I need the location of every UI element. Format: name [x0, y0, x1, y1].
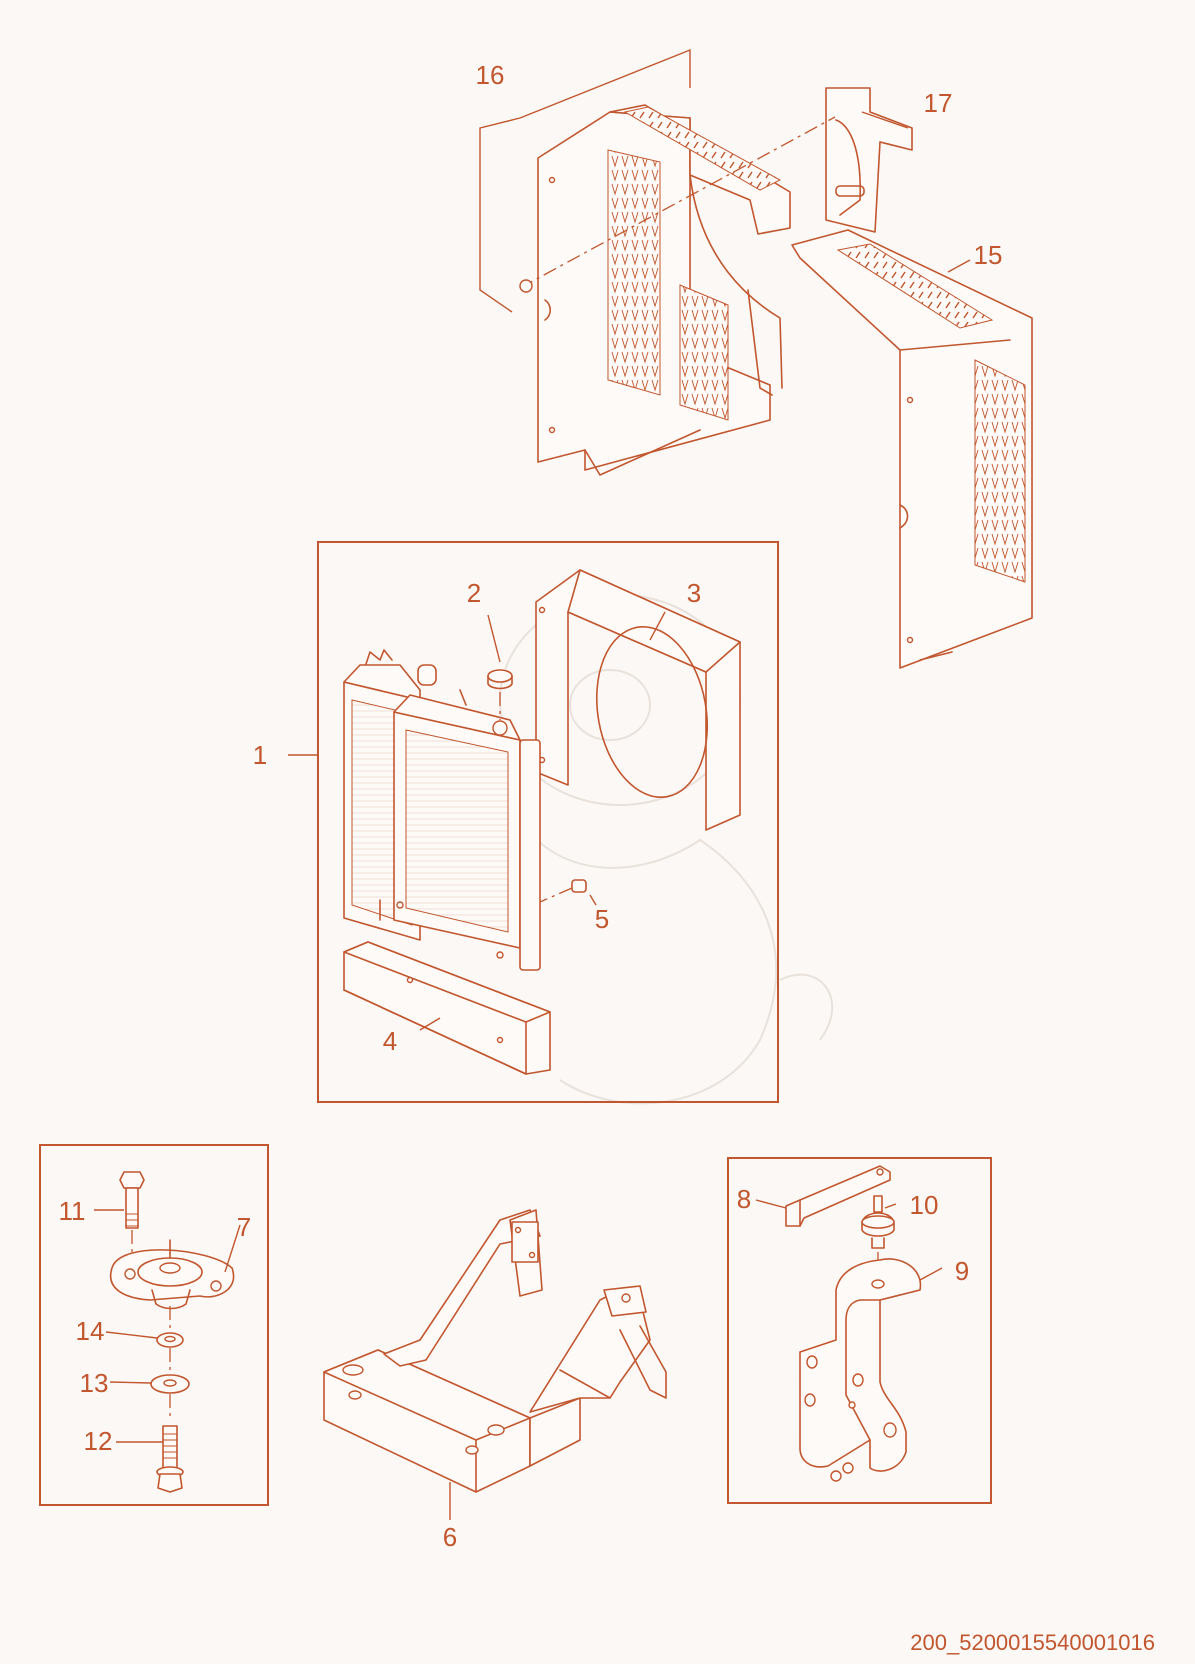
- callout-15: 15: [974, 240, 1003, 270]
- callout-12: 12: [84, 1426, 113, 1456]
- part-7-rubber-mount: [109, 1239, 235, 1330]
- part-17-shroud-bracket: [825, 87, 913, 233]
- callout-17: 17: [924, 88, 953, 118]
- callout-1: 1: [253, 740, 267, 770]
- part-15-top-shroud-panel: [609, 104, 1033, 669]
- part-4-lower-support: [343, 941, 551, 1075]
- part-11-bolt: [119, 1171, 145, 1262]
- callout-4: 4: [383, 1026, 397, 1056]
- radiator-assembly-frame: [317, 541, 779, 1103]
- callout-3: 3: [687, 578, 701, 608]
- bracket-assembly-frame: [727, 1157, 992, 1504]
- callout-13: 13: [80, 1368, 109, 1398]
- callout-labels: 1 2 3 4 5 6 7 8 9 10 11 12 13 14 15 16 1…: [59, 60, 1003, 1552]
- callout-2: 2: [467, 578, 481, 608]
- part-12-flange-bolt: [156, 1425, 184, 1493]
- part-9-mounting-bracket: [799, 1258, 922, 1482]
- part-5-drain-plug: [539, 879, 587, 903]
- callout-10: 10: [910, 1190, 939, 1220]
- callout-8: 8: [737, 1184, 751, 1214]
- part-10-vibration-isolator: [861, 1195, 895, 1272]
- callout-16: 16: [476, 60, 505, 90]
- engine-mount-frame: [39, 1144, 269, 1506]
- callout-14: 14: [76, 1316, 105, 1346]
- part-13-flat-washer: [150, 1374, 190, 1420]
- part-2-radiator-cap: [487, 669, 513, 720]
- part-8-stay-bar: [785, 1165, 891, 1227]
- callout-5: 5: [595, 904, 609, 934]
- part-3-fan-shroud: [535, 569, 741, 831]
- part-1-radiator: [343, 649, 541, 971]
- part-14-washer: [156, 1332, 184, 1375]
- callout-6: 6: [443, 1522, 457, 1552]
- callout-9: 9: [955, 1256, 969, 1286]
- drawing-code: 200_5200015540001016: [910, 1630, 1155, 1655]
- callout-7: 7: [237, 1212, 251, 1242]
- assembly-line-shroud: [519, 116, 836, 289]
- part-16-left-shroud-panel: [537, 111, 783, 476]
- callout-11: 11: [59, 1196, 86, 1226]
- part-6-radiator-frame: [323, 1209, 667, 1493]
